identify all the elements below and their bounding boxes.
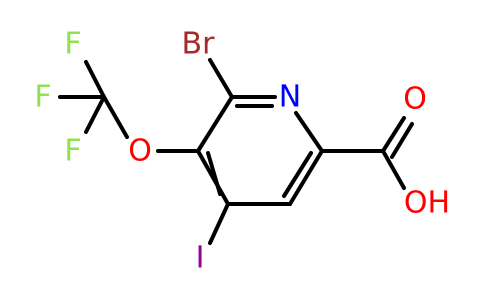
bond-c4-c3-inner xyxy=(206,151,222,196)
atom-i: I xyxy=(196,241,205,276)
bond-c6-c5 xyxy=(288,149,324,206)
bond-o-cf3 xyxy=(102,95,129,139)
bond-c4-i xyxy=(208,202,230,245)
bond-c-f1 xyxy=(84,60,106,99)
atom-f2: F xyxy=(34,80,51,115)
atom-o-ether: O xyxy=(128,134,152,169)
atom-f1: F xyxy=(64,27,81,62)
atom-labels: Br N O O OH F F F I xyxy=(34,27,450,276)
atom-n: N xyxy=(279,80,301,115)
bond-n1-c6 xyxy=(294,111,324,153)
bond-c-f3 xyxy=(84,95,106,134)
bond-c-o-double-inner xyxy=(390,122,414,159)
atom-br: Br xyxy=(182,27,216,62)
bond-c-oh xyxy=(381,149,406,190)
bond-c6-c5-inner xyxy=(282,151,313,198)
atom-o-carbonyl: O xyxy=(403,82,427,117)
atom-f3: F xyxy=(64,134,81,169)
bonds xyxy=(58,58,414,245)
bond-c4-c3 xyxy=(196,149,230,206)
bond-c2-br xyxy=(208,58,234,99)
bond-c-o-double xyxy=(381,116,406,153)
bond-c3-c2 xyxy=(196,95,234,153)
atom-oh: OH xyxy=(404,186,450,221)
